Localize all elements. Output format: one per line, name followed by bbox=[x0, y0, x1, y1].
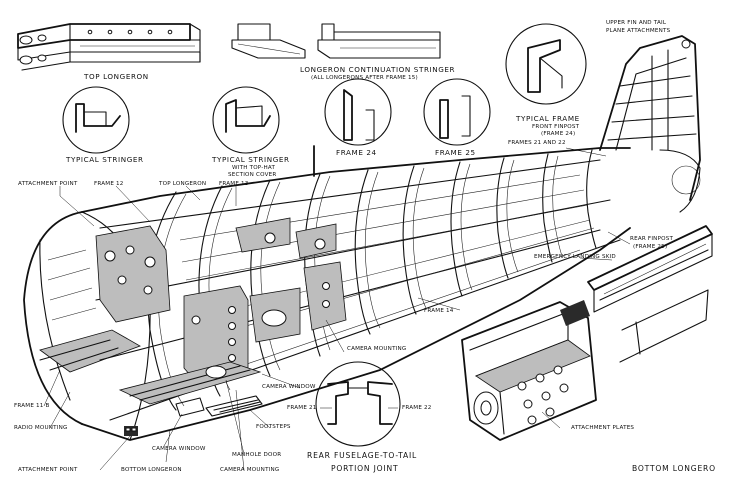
label-attachment-point-top: ATTACHMENT POINT bbox=[18, 181, 78, 187]
channel-section-drawing bbox=[231, 23, 306, 59]
label-camera-window-right: CAMERA WINDOW bbox=[262, 384, 316, 390]
label-camera-mounting-top: CAMERA MOUNTING bbox=[347, 346, 407, 352]
label-manhole-door: MANHOLE DOOR bbox=[232, 452, 282, 458]
label-frame-12: FRAME 12 bbox=[94, 181, 124, 187]
label-attachment-point-bottom: ATTACHMENT POINT bbox=[18, 467, 78, 473]
label-top-hat-note-line2: SECTION COVER bbox=[228, 172, 277, 178]
typical-stringer-circle-left bbox=[62, 86, 130, 154]
label-rear-fuselage-joint-line1: REAR FUSELAGE-TO-TAIL bbox=[307, 451, 418, 460]
typical-frame-detail-circle bbox=[505, 23, 587, 105]
label-front-finpost-line2: (FRAME 24) bbox=[541, 131, 576, 137]
label-attachment-plates: ATTACHMENT PLATES bbox=[571, 425, 635, 431]
bottom-longeron-right-drawing bbox=[587, 225, 713, 363]
label-upper-fin-line1: UPPER FIN AND TAIL bbox=[606, 20, 667, 26]
label-typical-frame: TYPICAL FRAME bbox=[516, 114, 580, 123]
typical-stringer-circle-right bbox=[212, 86, 280, 154]
label-camera-window-bottom: CAMERA WINDOW bbox=[152, 446, 206, 452]
label-footsteps: FOOTSTEPS bbox=[256, 424, 291, 430]
label-radio-mounting: RADIO MOUNTING bbox=[14, 425, 68, 431]
label-bottom-longeron: BOTTOM LONGERON bbox=[121, 467, 182, 473]
label-emergency-landing-skid: EMERGENCY LANDING SKID bbox=[534, 254, 616, 260]
attachment-plates-drawing bbox=[461, 300, 597, 441]
label-frame-24-detail: FRAME 24 bbox=[336, 148, 377, 157]
label-longeron-continuation-note: (ALL LONGERONS AFTER FRAME 15) bbox=[311, 75, 418, 81]
label-top-hat-note-line1: WITH TOP-HAT bbox=[232, 165, 276, 171]
label-frame-14: FRAME 14 bbox=[424, 308, 454, 314]
rear-fuselage-joint-circle bbox=[315, 361, 401, 447]
continuation-stringer-drawing bbox=[317, 23, 441, 59]
label-rear-finpost-line2: (FRAME 25) bbox=[633, 244, 668, 250]
label-top-longeron-detail: TOP LONGERON bbox=[84, 72, 149, 81]
leader-lines bbox=[43, 147, 631, 471]
label-frame-22: FRAME 22 bbox=[402, 405, 432, 411]
label-longeron-continuation-stringer: LONGERON CONTINUATION STRINGER bbox=[300, 65, 456, 74]
top-longeron-detail-drawing bbox=[17, 23, 201, 71]
tail-fin-structure bbox=[599, 35, 701, 213]
label-frame-21: FRAME 21 bbox=[287, 405, 317, 411]
label-top-longeron: TOP LONGERON bbox=[159, 181, 207, 187]
label-rear-fuselage-joint-line2: PORTION JOINT bbox=[331, 464, 399, 473]
label-typical-stringer-left: TYPICAL STRINGER bbox=[66, 155, 144, 164]
frame-24-detail-circle bbox=[324, 78, 392, 146]
label-bottom-longeron-right: BOTTOM LONGERO bbox=[632, 464, 716, 473]
label-typical-stringer-right: TYPICAL STRINGER bbox=[212, 155, 290, 164]
label-frame-13: FRAME 13 bbox=[219, 181, 249, 187]
fuselage-body bbox=[23, 145, 631, 441]
label-camera-mounting-bottom: CAMERA MOUNTING bbox=[220, 467, 280, 473]
label-rear-finpost-line1: REAR FINPOST bbox=[630, 236, 674, 242]
label-front-finpost-line1: FRONT FINPOST bbox=[532, 124, 580, 130]
frame-25-detail-circle bbox=[423, 78, 491, 146]
label-frames-21-22: FRAMES 21 AND 22 bbox=[508, 140, 566, 146]
label-upper-fin-line2: PLANE ATTACHMENTS bbox=[606, 28, 671, 34]
label-frame-25-detail: FRAME 25 bbox=[435, 148, 476, 157]
label-frame-11b: FRAME 11 B bbox=[14, 403, 50, 409]
